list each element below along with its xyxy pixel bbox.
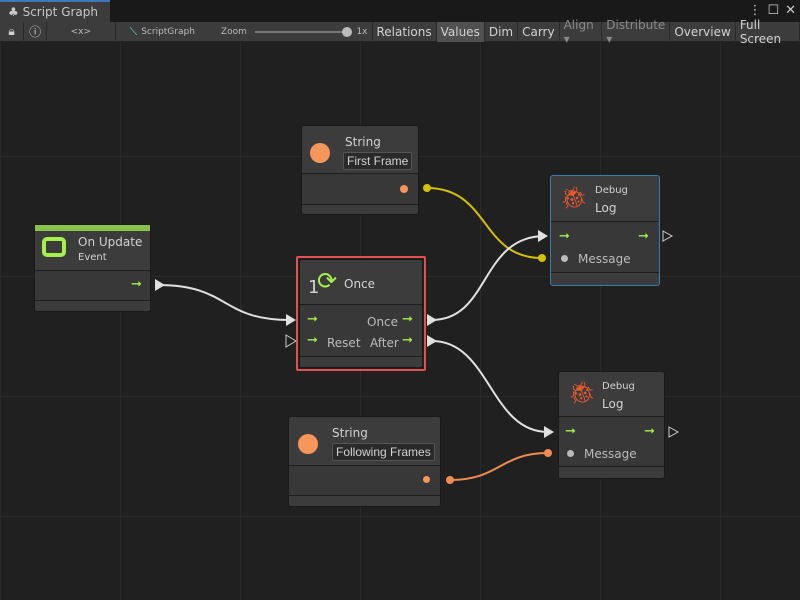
bug-icon: 🐞︎ [560, 186, 588, 211]
flow-out-port [427, 335, 437, 347]
string-wire [426, 187, 543, 259]
zoom-slider[interactable] [254, 26, 353, 37]
string-value-field[interactable]: First Frame [343, 152, 413, 170]
flow-out-port [427, 314, 437, 326]
flow-arrow-icon: ➞ [565, 424, 576, 439]
string-in-port [544, 449, 552, 457]
string-value-field[interactable]: Following Frames [332, 443, 435, 461]
string-out-port [446, 476, 454, 484]
string-wire [449, 452, 549, 481]
flow-wire [431, 235, 546, 321]
flow-arrow-icon: ➞ [644, 424, 655, 439]
variables-button[interactable]: <x> [47, 21, 116, 42]
tab-script-graph[interactable]: ♣ Script Graph [0, 0, 110, 22]
flow-out-port [662, 230, 674, 242]
once-node-selection [296, 256, 426, 371]
string-in-port [538, 254, 546, 262]
toolbar-button-relations[interactable]: Relations [373, 21, 437, 42]
zoom-label: Zoom [220, 26, 247, 37]
flow-out-port [668, 426, 680, 438]
flow-arrow-icon: ➞ [402, 312, 413, 327]
graph-name: ScriptGraph [141, 26, 195, 37]
graph-icon: ♣ [8, 5, 23, 19]
flow-arrow-icon: ➞ [131, 277, 142, 292]
string-out-port [423, 184, 431, 192]
toolbar-button-carry[interactable]: Carry [518, 21, 560, 42]
close-icon[interactable]: ✕ [785, 3, 796, 18]
port-dot-icon [567, 450, 574, 457]
flow-arrow-icon: ➞ [638, 229, 649, 244]
zoom-value: 1x [356, 26, 368, 37]
toolbar: 🔒︎ ⓘ <x> ⟍ ScriptGraph Zoom 1x Relations… [0, 18, 800, 46]
flow-wire [157, 284, 291, 321]
lock-icon[interactable]: 🔒︎ [0, 21, 25, 42]
menu-icon[interactable]: ⋮ [748, 3, 762, 18]
port-dot-icon [561, 255, 568, 262]
flow-arrow-icon: ➞ [307, 333, 318, 348]
flow-arrow-icon: ➞ [307, 312, 318, 327]
toolbar-button-align[interactable]: Align ▾ [560, 18, 603, 46]
toolbar-button-values[interactable]: Values [436, 21, 485, 42]
info-icon[interactable]: ⓘ [24, 21, 48, 42]
maximize-icon[interactable]: ☐ [767, 3, 780, 18]
port-dot-icon [400, 185, 408, 193]
tab-bar: ♣ Script Graph ⋮ ☐ ✕ [0, 0, 800, 22]
flow-wire [431, 340, 549, 433]
string-node-following-frames[interactable]: String Following Frames [288, 416, 441, 507]
flow-arrow-icon: ➞ [559, 229, 570, 244]
bug-icon: 🐞︎ [568, 381, 596, 406]
flow-out-port [155, 279, 165, 291]
flow-arrow-icon: ➞ [402, 333, 413, 348]
on-update-node[interactable]: On Update Event ➞ [34, 224, 151, 312]
flow-in-port [285, 334, 297, 348]
string-node-first-frame[interactable]: String First Frame [301, 125, 419, 215]
toolbar-button-distribute[interactable]: Distribute ▾ [602, 18, 671, 46]
toolbar-button-dim[interactable]: Dim [485, 21, 519, 42]
loop-event-icon [42, 237, 66, 257]
flow-in-port [286, 314, 296, 326]
refresh-icon: ⟳ [317, 267, 338, 295]
once-node[interactable]: 1 ⟳ Once ➞ Once ➞ ➞ Reset After ➞ [299, 259, 423, 368]
toolbar-button-overview[interactable]: Overview [670, 21, 736, 42]
port-dot-icon [423, 476, 430, 483]
debug-log-node-1[interactable]: 🐞︎ Debug Log ➞ ➞ Message [550, 175, 660, 286]
flow-in-port [538, 230, 548, 242]
debug-log-node-2[interactable]: 🐞︎ Debug Log ➞ ➞ Message [558, 371, 665, 479]
script-graph-icon: ⟍ [129, 24, 138, 38]
string-type-icon [298, 434, 318, 454]
string-type-icon [310, 143, 330, 163]
flow-in-port [544, 426, 554, 438]
